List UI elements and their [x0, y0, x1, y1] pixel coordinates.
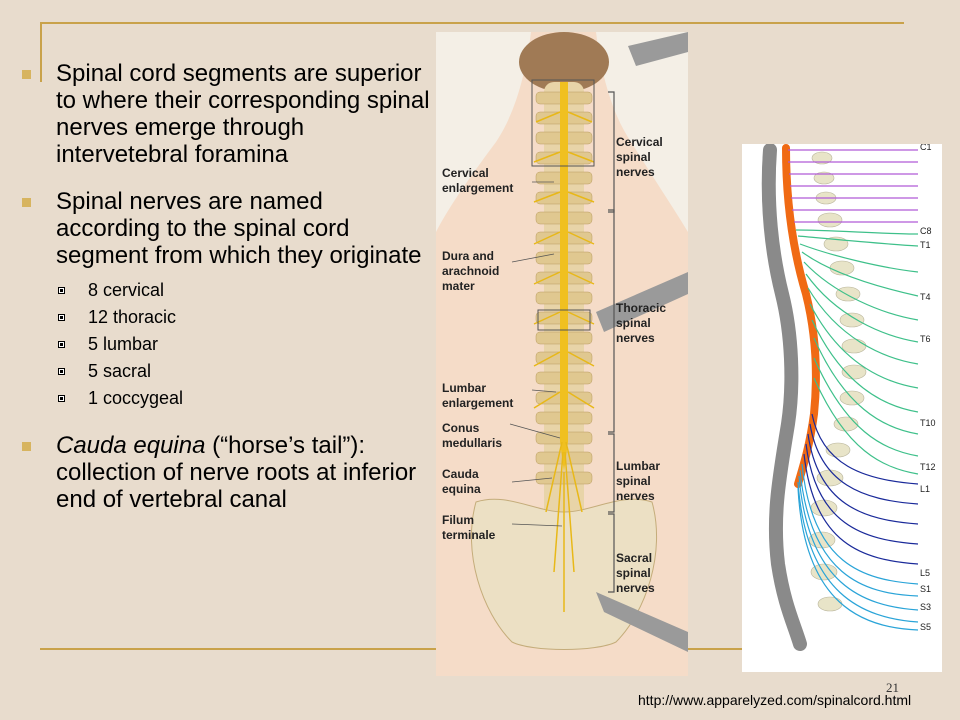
list-item-text: 1 coccygeal — [88, 388, 184, 408]
left-rule — [40, 22, 42, 82]
level-label: T4 — [920, 292, 931, 302]
level-label: S3 — [920, 602, 931, 612]
list-item: 8 cervical — [56, 277, 430, 304]
level-label: T6 — [920, 334, 931, 344]
level-label: L1 — [920, 484, 930, 494]
bullet-square — [22, 198, 31, 207]
level-label: S5 — [920, 622, 931, 632]
list-item: 5 lumbar — [56, 331, 430, 358]
nerve-count-list: 8 cervical 12 thoracic 5 lumbar 5 sacral… — [56, 277, 430, 412]
checkbox-bullet-icon — [58, 368, 65, 375]
list-item-text: 8 cervical — [88, 280, 165, 300]
checkbox-bullet-icon — [58, 287, 65, 294]
level-label: C8 — [920, 226, 932, 236]
list-item: 12 thoracic — [56, 304, 430, 331]
level-label: T12 — [920, 462, 936, 472]
cauda-equina-definition: (“horse’s tail”): collection of nerve ro… — [56, 432, 417, 513]
level-label: S1 — [920, 584, 931, 594]
spinal-levels-figure: C1 C8 T1 T4 T6 T10 T12 L1 L5 S1 S3 S5 — [742, 144, 942, 672]
cauda-equina-term: Cauda equina — [56, 432, 206, 459]
checkbox-bullet-icon — [58, 395, 65, 402]
list-item-text: 5 sacral — [88, 361, 152, 381]
list-item-text: 12 thoracic — [88, 307, 177, 327]
checkbox-bullet-icon — [58, 341, 65, 348]
bullet-square — [22, 70, 31, 79]
top-rule — [40, 22, 904, 24]
bullet-1: Spinal cord segments are superior to whe… — [20, 60, 430, 168]
bullet-2-text: Spinal nerves are named according to the… — [56, 188, 422, 269]
level-label: T1 — [920, 240, 931, 250]
level-label: C1 — [920, 144, 932, 152]
bullet-1-text: Spinal cord segments are superior to whe… — [56, 60, 430, 168]
source-link[interactable]: http://www.apparelyzed.com/spinalcord.ht… — [638, 692, 912, 708]
level-label: T10 — [920, 418, 936, 428]
bullet-2: Spinal nerves are named according to the… — [20, 188, 430, 412]
bullet-3-text: Cauda equina (“horse’s tail”): collectio… — [56, 432, 430, 513]
checkbox-bullet-icon — [58, 314, 65, 321]
list-item: 5 sacral — [56, 358, 430, 385]
list-item-text: 5 lumbar — [88, 334, 159, 354]
bullet-square — [22, 442, 31, 451]
page-number: 21 — [886, 680, 899, 695]
bullet-3: Cauda equina (“horse’s tail”): collectio… — [20, 432, 430, 513]
slide-text: Spinal cord segments are superior to whe… — [20, 60, 430, 533]
list-item: 1 coccygeal — [56, 385, 430, 412]
level-label: L5 — [920, 568, 930, 578]
